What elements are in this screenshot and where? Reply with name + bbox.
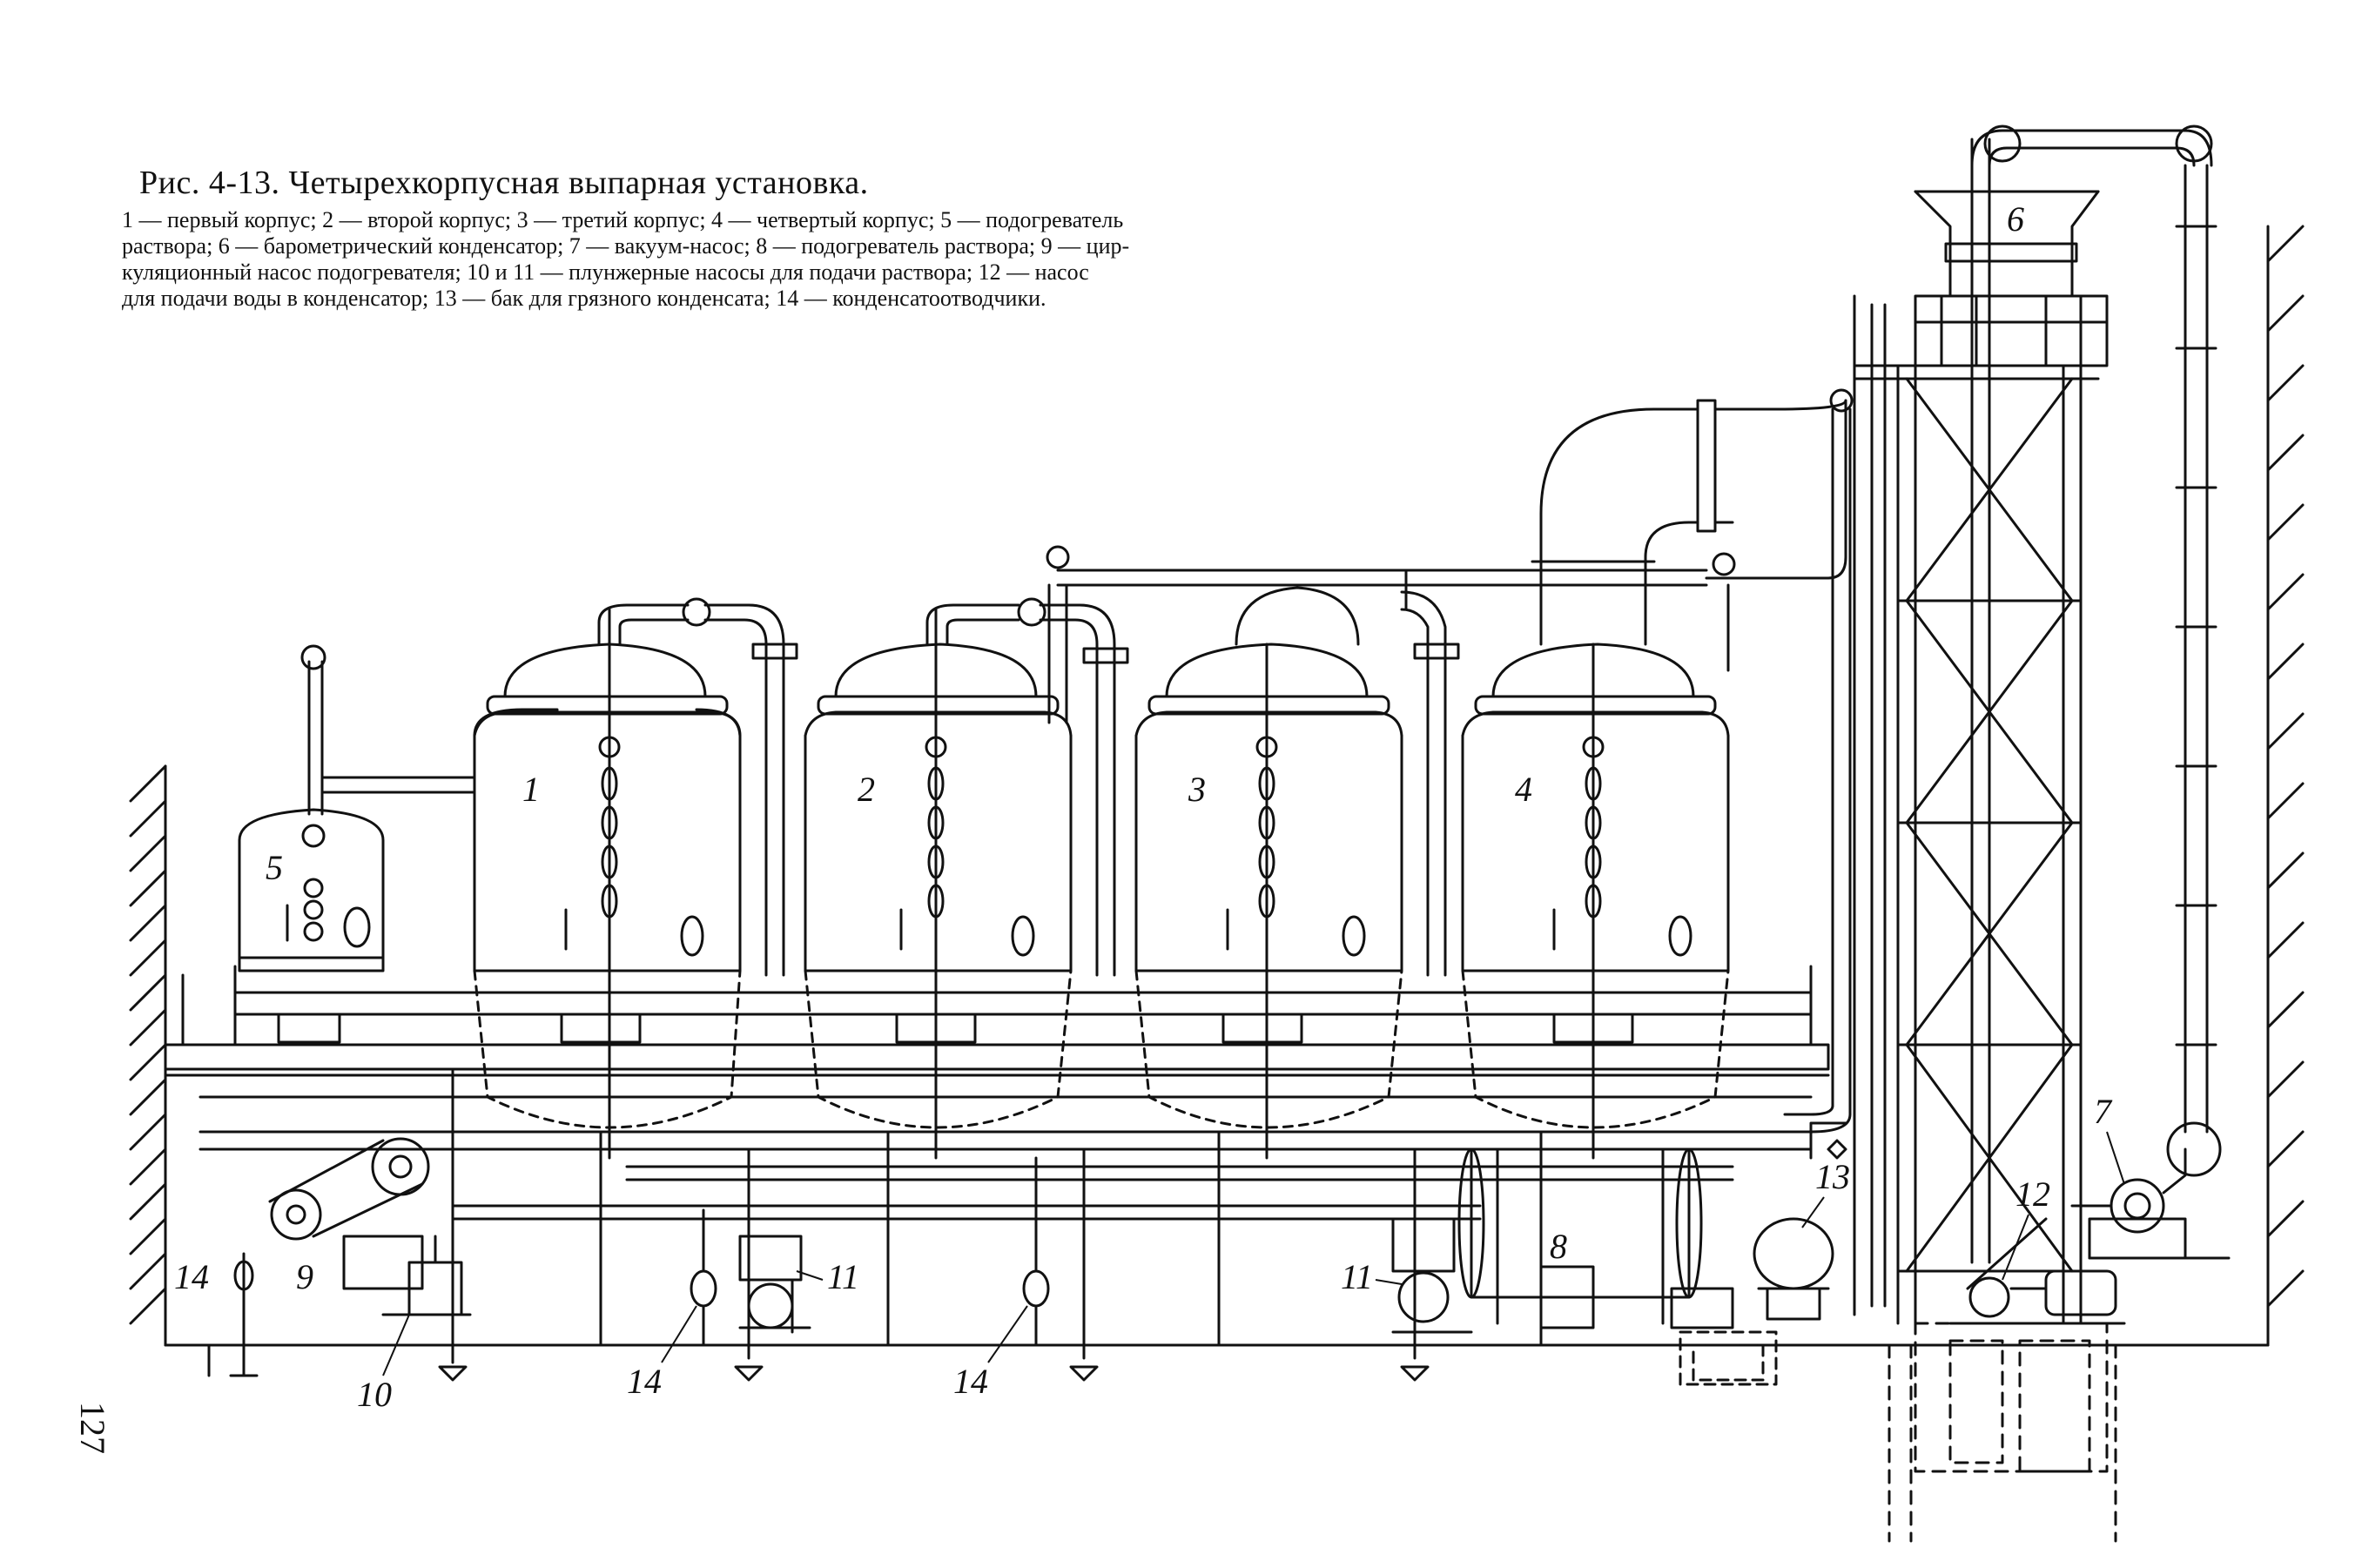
right-wall [2266,225,2305,1347]
body-bottom-outlines [473,969,1730,1129]
label-trap-14-c: 14 [953,1362,988,1401]
legend-line: куляционный насос подогревателя; 10 и 11… [122,259,1089,285]
label-pump-12: 12 [2015,1174,2050,1214]
tower-foundation-well [1888,1322,2117,1543]
label-body-2: 2 [858,770,875,809]
label-pump-10: 10 [357,1375,392,1414]
label-pump-9: 9 [296,1257,313,1296]
plunger-pump-10 [381,1235,472,1316]
legend-line: раствора; 6 — барометрический конденсато… [122,233,1130,259]
platform-valves [277,1013,1634,1044]
plunger-pump-11-left [738,1235,811,1334]
label-body-1: 1 [522,770,540,809]
tank-13-foundation [1679,1330,1778,1386]
barometric-condenser-6 [1914,124,2222,1264]
callout-labels: 1 2 3 4 5 6 7 8 9 10 11 11 12 13 14 14 1… [174,199,2113,1414]
label-trap-14-a: 14 [174,1257,209,1296]
evaporator-body-2 [804,597,1129,1160]
evaporator-body-4 [1461,399,1847,1160]
figure-legend: 1 — первый корпус; 2 — второй корпус; 3 … [122,207,1428,312]
label-pump-11-left: 11 [827,1257,859,1296]
condensate-trap-14-b [690,1208,717,1347]
evaporator-body-3 [1134,586,1460,1160]
left-wall [129,764,167,1347]
label-heater-5: 5 [266,848,283,887]
label-vacuum-pump-7: 7 [2094,1092,2113,1131]
vacuum-pump-7 [2070,1147,2231,1260]
evaporator-body-1 [473,597,798,1160]
condensate-tank-13 [1670,1121,1847,1329]
label-heater-8: 8 [1550,1227,1567,1266]
top-header-pipe [1046,399,1847,724]
label-trap-14-b: 14 [627,1362,662,1401]
legend-line: 1 — первый корпус; 2 — второй корпус; 3 … [122,207,1124,232]
label-body-4: 4 [1515,770,1532,809]
condensate-trap-14-a [229,1252,259,1377]
label-condenser-6: 6 [2007,199,2024,239]
heater-8 [1457,1147,1703,1329]
service-platform [164,965,1830,1151]
lower-piping [207,1069,1734,1382]
legend-line: для подачи воды в конденсатор; 13 — бак … [122,286,1046,311]
label-tank-13: 13 [1815,1157,1850,1196]
label-body-3: 3 [1188,770,1206,809]
circulation-pump-9 [242,1130,454,1290]
figure-title: Рис. 4-13. Четырехкорпусная выпарная уст… [139,165,869,201]
leader-lines [382,1131,2125,1376]
riser-pipe [1783,388,1854,1134]
heater-5-vessel [238,644,476,972]
condenser-tower [1853,294,2109,1325]
condensate-trap-14-c [1022,1156,1050,1347]
label-pump-11-right: 11 [1341,1257,1373,1296]
